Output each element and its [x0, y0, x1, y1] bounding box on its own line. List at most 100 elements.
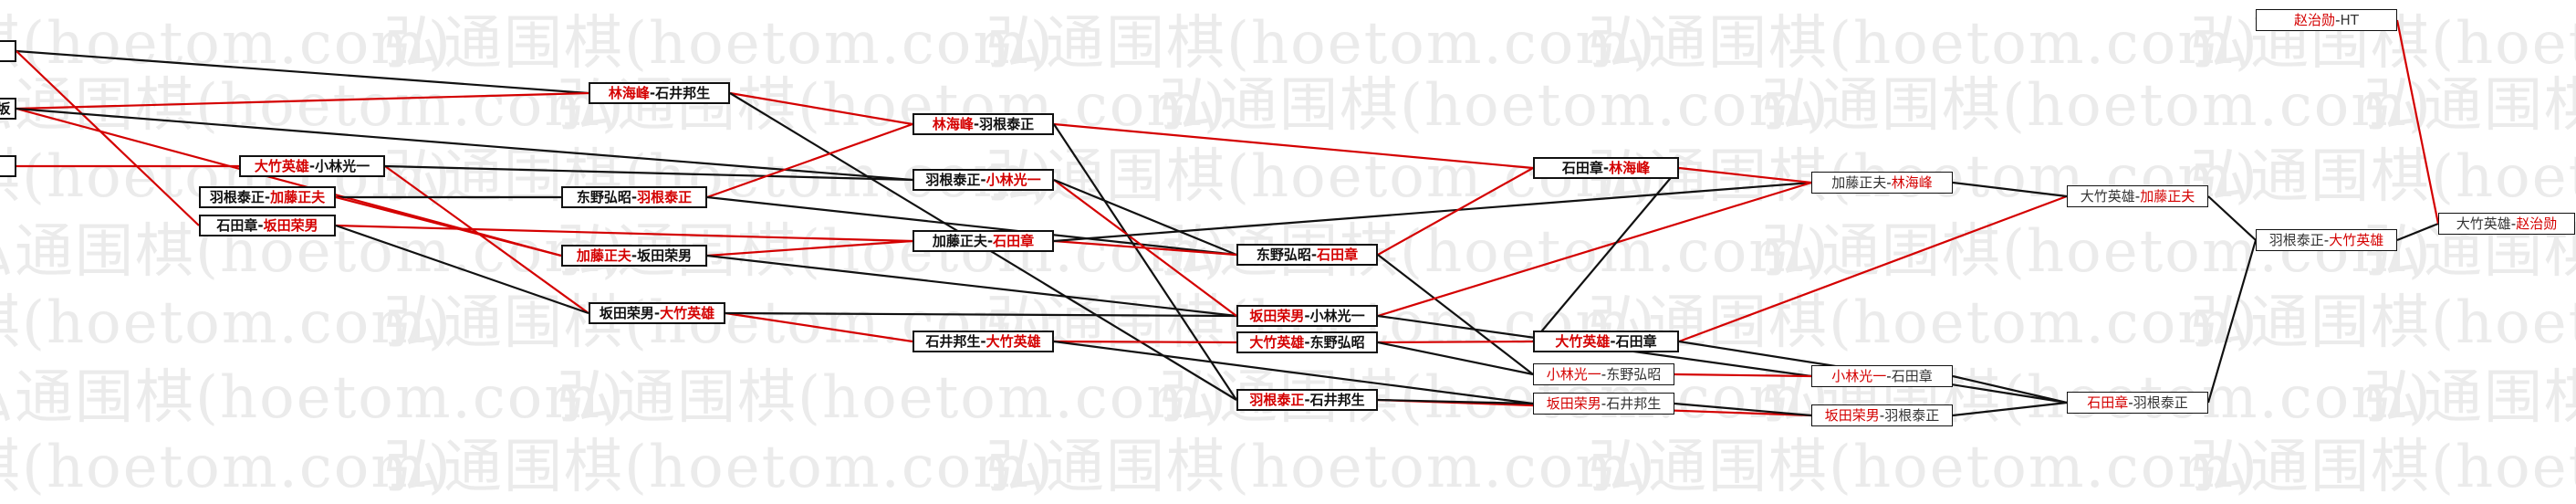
player-two-name: 坂田荣男 — [263, 217, 318, 234]
player-two-name: 石田章 — [1891, 368, 1933, 384]
player-two-name: 小林光一 — [315, 158, 370, 174]
match-node[interactable]: 加藤正夫-石田章 — [913, 230, 1054, 252]
player-one-name: 大竹英雄 — [254, 158, 309, 174]
match-separator: - — [1601, 395, 1607, 412]
player-one-name: 大竹英雄 — [2080, 188, 2135, 205]
match-node[interactable]: 东野弘昭-石田章 — [1236, 244, 1378, 266]
winner-edge — [335, 224, 913, 243]
match-node[interactable]: 大竹英雄-东野弘昭 — [1236, 331, 1378, 353]
player-one-name: 小林光一 — [1831, 368, 1887, 384]
match-node[interactable]: 石田章-坂田荣男 — [199, 215, 336, 236]
match-node[interactable]: 小林光一-东野弘昭 — [1533, 363, 1674, 385]
winner-edge — [706, 239, 913, 257]
match-node[interactable]: 大竹英雄-石田章 — [1533, 331, 1679, 352]
player-two-name: 加藤正夫 — [270, 189, 326, 205]
player-one-name: 加藤正夫 — [576, 247, 631, 264]
match-separator: - — [264, 189, 271, 205]
player-two-name: 坂田荣男 — [637, 247, 693, 264]
player-one-name: 东野弘昭 — [1256, 247, 1311, 263]
match-node[interactable]: 加藤正夫-林海峰 — [1811, 172, 1953, 194]
match-separator: - — [308, 158, 316, 174]
match-separator: - — [1304, 334, 1310, 351]
player-one-name: 石田章 — [2087, 394, 2129, 411]
match-node[interactable]: 羽根泰正-加藤正夫 — [199, 186, 336, 208]
match-node[interactable]: 大竹英雄-赵治勋 — [2438, 213, 2575, 235]
match-node[interactable]: 石田章-林海峰 — [1533, 157, 1679, 179]
player-two-name: 石井邦生 — [1309, 392, 1365, 408]
match-separator: - — [986, 233, 994, 249]
match-separator: - — [649, 85, 656, 101]
match-separator: - — [2510, 215, 2517, 232]
match-node[interactable]: 石井邦生-大竹英雄 — [913, 331, 1054, 352]
match-node[interactable]: 坂田荣男-羽根泰正 — [1811, 404, 1953, 426]
match-node[interactable]: 加藤正夫-坂田荣男 — [561, 245, 707, 267]
loser-edge — [1532, 167, 1680, 342]
match-node[interactable]: 林海峰-石井邦生 — [589, 82, 730, 104]
loser-edge — [1053, 123, 1237, 401]
winner-edge — [1377, 181, 1812, 318]
match-separator: - — [1602, 160, 1610, 176]
player-two-name: 大竹英雄 — [986, 333, 1041, 350]
player-two-name: HT — [2340, 12, 2359, 28]
match-separator: - — [1304, 308, 1310, 324]
bracket-stub-node — [0, 40, 16, 62]
winner-edge — [1674, 373, 1812, 378]
loser-edge — [16, 49, 589, 95]
loser-edge — [1377, 341, 1534, 376]
loser-edge — [1377, 398, 1534, 405]
winner-edge — [1377, 167, 1534, 256]
bracket-edges — [16, 19, 2440, 417]
bracket-stub-node: 坂 — [0, 98, 16, 120]
winner-edge — [1678, 194, 2068, 343]
match-node[interactable]: 坂田荣男-大竹英雄 — [589, 302, 725, 324]
player-two-name: 羽根泰正 — [1884, 407, 1940, 424]
match-separator: - — [631, 247, 638, 264]
player-one-name: 东野弘昭 — [576, 189, 631, 205]
player-one-name: 小林光一 — [1546, 366, 1601, 383]
player-one-name: 坂田荣男 — [1824, 407, 1880, 424]
winner-edge — [729, 91, 913, 126]
player-two-name: 小林光一 — [1309, 308, 1365, 324]
match-separator: - — [1886, 368, 1892, 384]
player-two-name: 石井邦生 — [655, 85, 711, 101]
loser-edge — [2396, 222, 2439, 242]
match-node[interactable]: 东野弘昭-羽根泰正 — [561, 186, 707, 208]
winner-edge — [335, 195, 562, 257]
player-one-name: 大竹英雄 — [1249, 334, 1305, 351]
match-node[interactable]: 石田章-羽根泰正 — [2067, 392, 2208, 414]
player-one-name: 羽根泰正 — [2268, 232, 2324, 248]
player-one-name: 坂田荣男 — [599, 305, 654, 321]
player-two-name: 羽根泰正 — [2133, 394, 2188, 411]
match-node[interactable]: 羽根泰正-大竹英雄 — [2256, 229, 2397, 251]
winner-edge — [1377, 340, 1534, 344]
match-separator: - — [973, 116, 980, 132]
match-node[interactable]: 林海峰-羽根泰正 — [913, 113, 1054, 135]
player-one-name: 羽根泰正 — [1249, 392, 1305, 408]
winner-edge — [1678, 166, 1812, 184]
match-node[interactable]: 小林光一-石田章 — [1811, 365, 1953, 387]
player-two-name: 小林光一 — [986, 172, 1041, 188]
player-one-name: 加藤正夫 — [1831, 174, 1887, 191]
player-two-name: 石井邦生 — [1606, 395, 1662, 412]
match-node[interactable]: 赵治勋-HT — [2256, 9, 2397, 31]
match-node[interactable]: 大竹英雄-加藤正夫 — [2067, 185, 2208, 207]
match-separator: - — [980, 172, 986, 188]
match-node[interactable]: 羽根泰正-石井邦生 — [1236, 389, 1378, 411]
match-node[interactable]: 坂田荣男-石井邦生 — [1533, 393, 1674, 415]
match-node[interactable]: 大竹英雄-小林光一 — [239, 155, 385, 177]
winner-edge — [384, 165, 589, 314]
player-two-name: 羽根泰正 — [979, 116, 1035, 132]
player-one-name: 坂田荣男 — [1546, 395, 1601, 412]
loser-edge — [1377, 254, 1534, 375]
match-node[interactable]: 坂田荣男-小林光一 — [1236, 305, 1378, 327]
player-one-name: 羽根泰正 — [925, 172, 981, 188]
player-one-name: 加藤正夫 — [932, 233, 987, 249]
bracket-stub-node — [0, 155, 16, 177]
player-two-name: 赵治勋 — [2516, 215, 2558, 232]
match-separator: - — [1304, 392, 1310, 408]
match-separator: - — [2335, 12, 2341, 28]
loser-edge — [1952, 374, 2068, 404]
player-two-name: 加藤正夫 — [2140, 188, 2195, 205]
loser-edge — [706, 254, 1237, 318]
match-node[interactable]: 羽根泰正-小林光一 — [913, 169, 1054, 191]
